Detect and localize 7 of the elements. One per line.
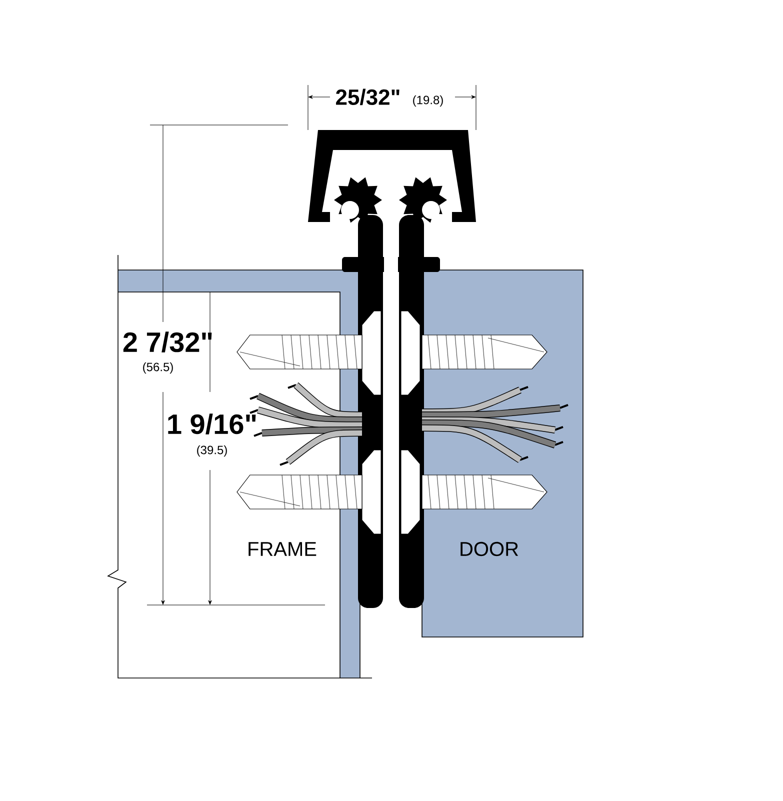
dimension-label: 1 9/16" [168,414,256,434]
dimension-label: (39.5) [197,445,227,457]
dimension-label: (56.5) [143,362,173,374]
node-label: FRAME [248,542,316,556]
dimension-label: 2 7/32" [123,332,212,352]
dimension-label: 25/32" [336,88,400,106]
dimension-label: (19.8) [413,95,443,107]
